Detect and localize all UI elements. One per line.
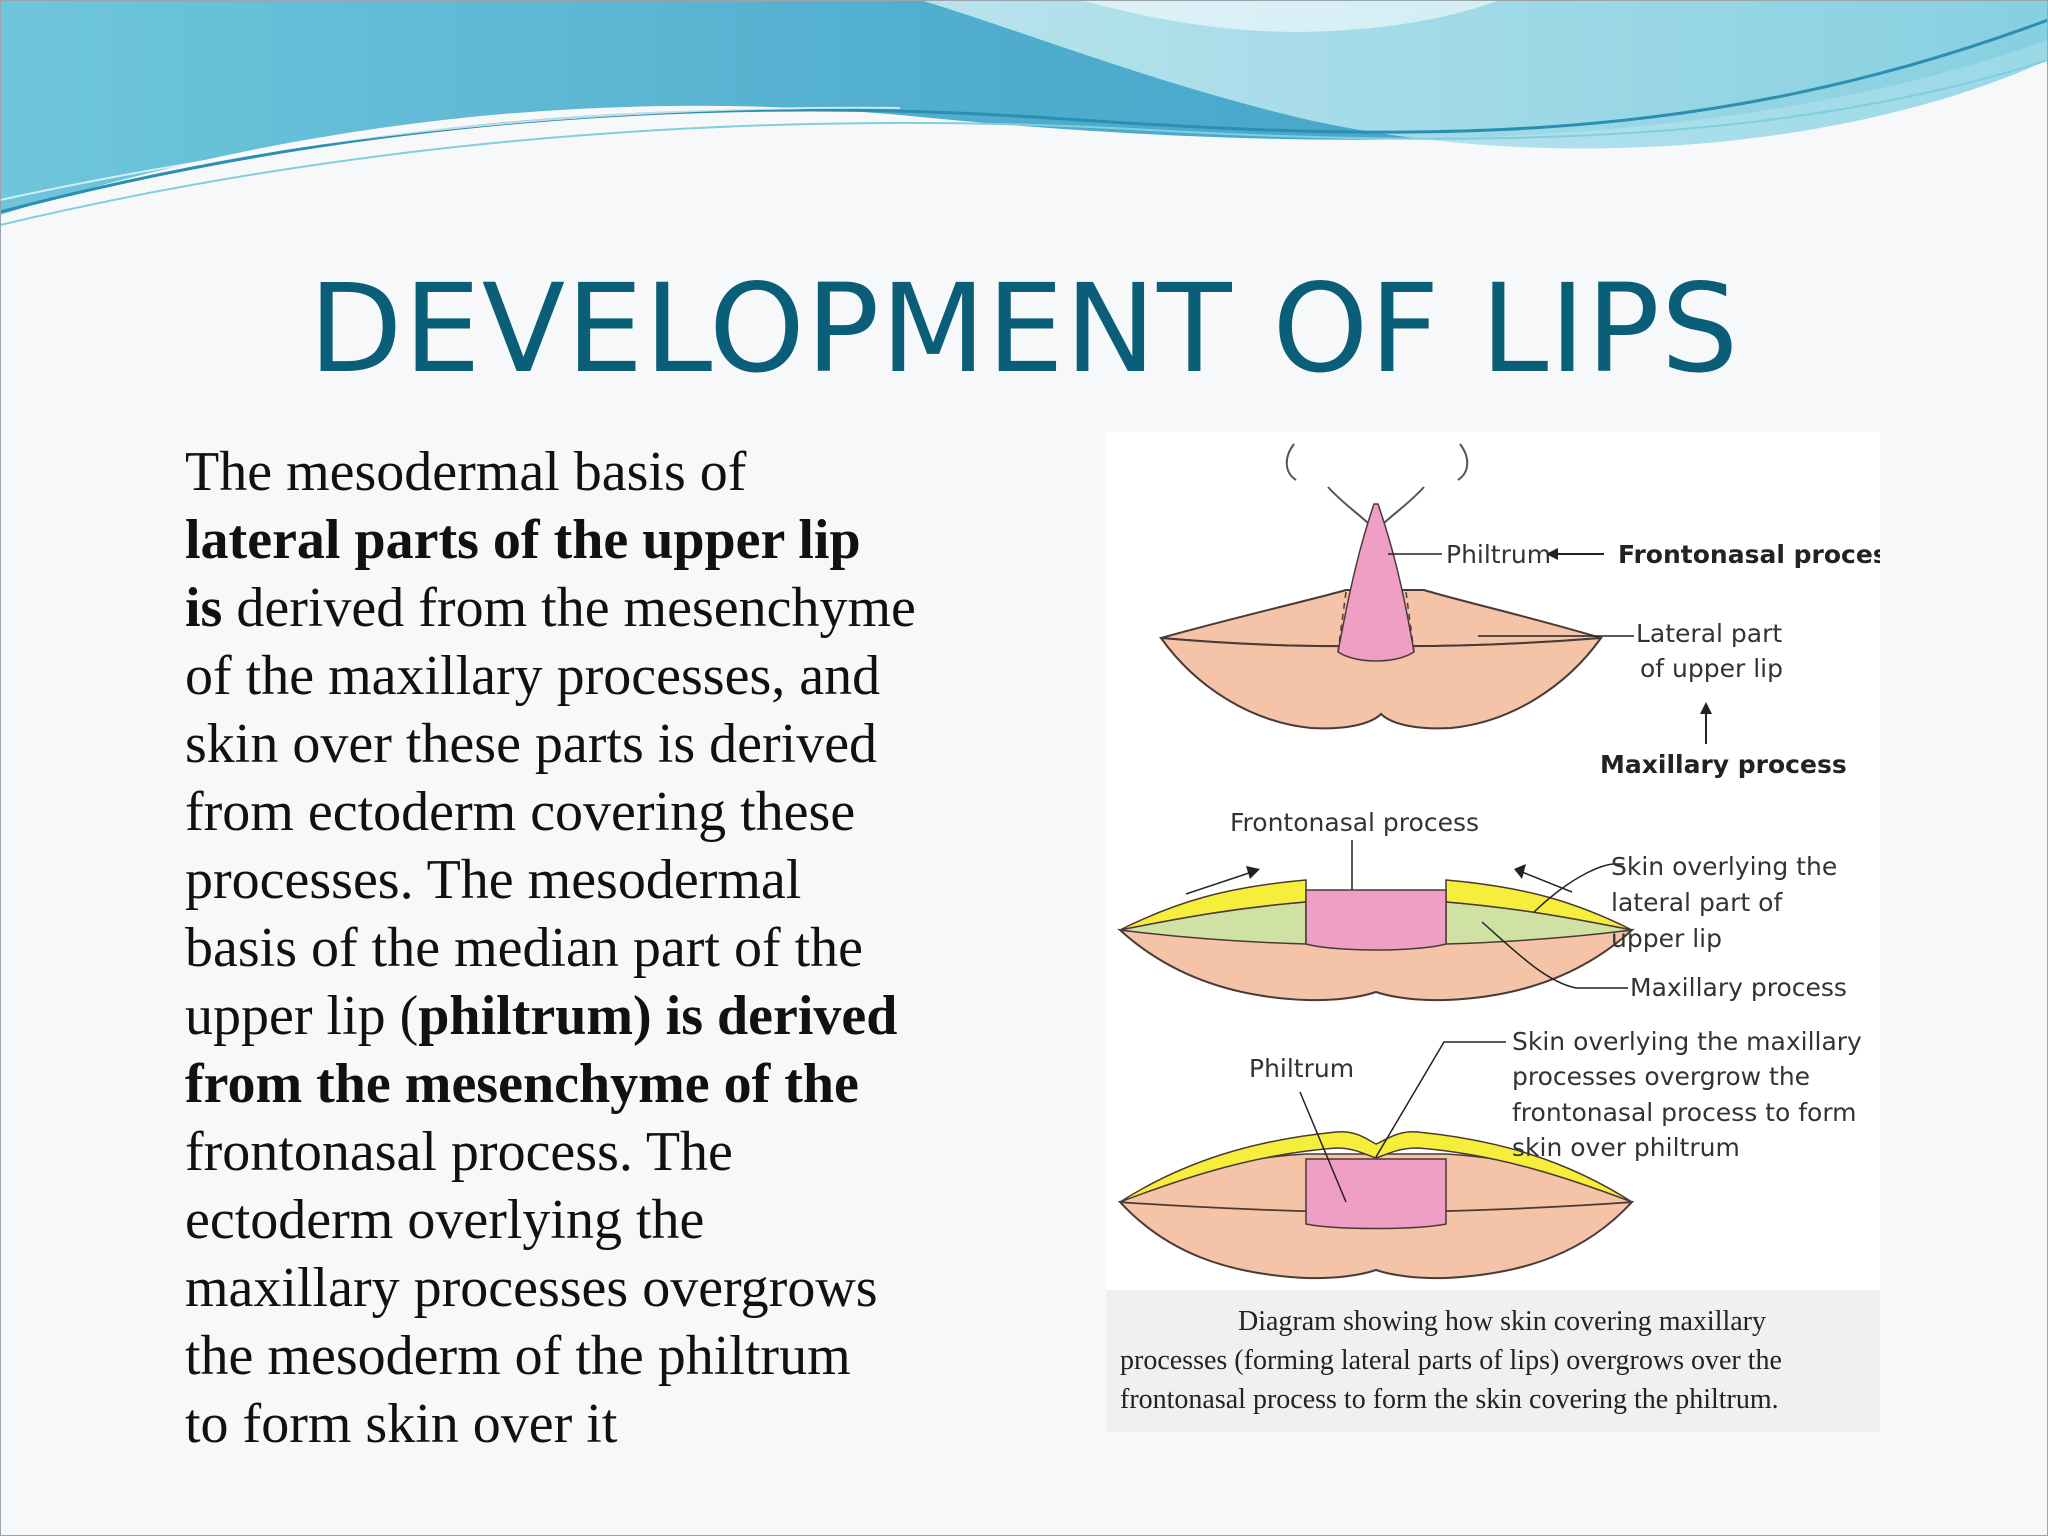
body-text-line: skin over these parts is derived	[185, 710, 1015, 778]
caption-line: processes (forming lateral parts of lips…	[1120, 1345, 1782, 1376]
body-text-line: the mesoderm of the philtrum	[185, 1322, 1015, 1390]
nostril-right	[1457, 443, 1469, 481]
label-philtrum-1: Philtrum	[1446, 540, 1551, 569]
body-text-run: upper lip (	[185, 985, 419, 1047]
label-frontonasal-process-1: Frontonasal process	[1618, 540, 1880, 569]
label-skin-maxillary-4: skin over philtrum	[1512, 1133, 1740, 1162]
label-maxillary-process-2: Maxillary process	[1630, 973, 1847, 1002]
body-text-line: processes. The mesodermal	[185, 846, 1015, 914]
body-text-run: to form skin over it	[185, 1393, 618, 1455]
body-text-bold-run: from the mesenchyme of the	[185, 1053, 859, 1115]
body-text-run: from ectoderm covering these	[185, 781, 856, 843]
body-text-run: skin over these parts is derived	[185, 713, 878, 775]
label-skin-lateral-2: lateral part of	[1611, 888, 1783, 917]
body-text-run: basis of the median part of the	[185, 917, 864, 979]
body-text-line: lateral parts of the upper lip	[185, 506, 1015, 574]
body-text-line: basis of the median part of the	[185, 914, 1015, 982]
body-text-line: ectoderm overlying the	[185, 1186, 1015, 1254]
label-lateral-part-2: of upper lip	[1640, 654, 1783, 683]
nostril-left	[1285, 443, 1297, 481]
body-text-run: ectoderm overlying the	[185, 1189, 705, 1251]
body-text-line: upper lip (philtrum) is derived	[185, 982, 1015, 1050]
caption-line: frontonasal process to form the skin cov…	[1120, 1384, 1779, 1415]
skin-overlay-3	[1119, 1131, 1633, 1203]
label-skin-maxillary-2: processes overgrow the	[1512, 1062, 1810, 1091]
label-maxillary-process-1: Maxillary process	[1600, 750, 1847, 779]
label-skin-lateral-1: Skin overlying the	[1611, 852, 1837, 881]
label-skin-maxillary-1: Skin overlying the maxillary	[1512, 1027, 1862, 1056]
body-text-bold-run: philtrum) is derived	[418, 985, 898, 1047]
body-text-line: The mesodermal basis of	[185, 438, 1015, 506]
label-philtrum-2: Philtrum	[1249, 1054, 1354, 1083]
body-text-line: is derived from the mesenchyme	[185, 574, 1015, 642]
label-skin-lateral-3: upper lip	[1611, 924, 1722, 953]
body-text-line: of the maxillary processes, and	[185, 642, 1015, 710]
body-text-line: frontonasal process. The	[185, 1118, 1015, 1186]
body-text-run: The mesodermal basis of	[185, 441, 747, 503]
body-text-line: from ectoderm covering these	[185, 778, 1015, 846]
philtrum-1	[1337, 503, 1415, 662]
body-text-run: maxillary processes overgrows	[185, 1257, 878, 1319]
philtrum-2	[1305, 889, 1447, 951]
philtrum-3	[1305, 1158, 1447, 1230]
body-text-line: maxillary processes overgrows	[185, 1254, 1015, 1322]
body-text-line: from the mesenchyme of the	[185, 1050, 1015, 1118]
body-text-bold-run: lateral parts of the upper lip	[185, 509, 861, 571]
body-text-run: frontonasal process. The	[185, 1121, 733, 1183]
body-text-run: of the maxillary processes, and	[185, 645, 881, 707]
body-text-run: the mesoderm of the philtrum	[185, 1325, 851, 1387]
slide-title: DEVELOPMENT OF LIPS	[308, 258, 1740, 400]
lip-development-figure: Philtrum Frontonasal process Lateral par…	[1106, 432, 1880, 1432]
body-text-run: processes. The mesodermal	[185, 849, 802, 911]
label-lateral-part-1: Lateral part	[1636, 619, 1782, 648]
body-text-bold-run: is	[185, 577, 223, 639]
body-text-line: to form skin over it	[185, 1390, 1015, 1458]
figure-caption: Diagram showing how skin covering maxill…	[1106, 1290, 1880, 1432]
header-wave-decoration	[0, 0, 2048, 226]
label-skin-maxillary-3: frontonasal process to form	[1512, 1098, 1857, 1127]
body-text-run: derived from the mesenchyme	[222, 577, 916, 639]
caption-line: Diagram showing how skin covering maxill…	[1238, 1306, 1767, 1337]
label-frontonasal-process-2: Frontonasal process	[1230, 808, 1479, 837]
